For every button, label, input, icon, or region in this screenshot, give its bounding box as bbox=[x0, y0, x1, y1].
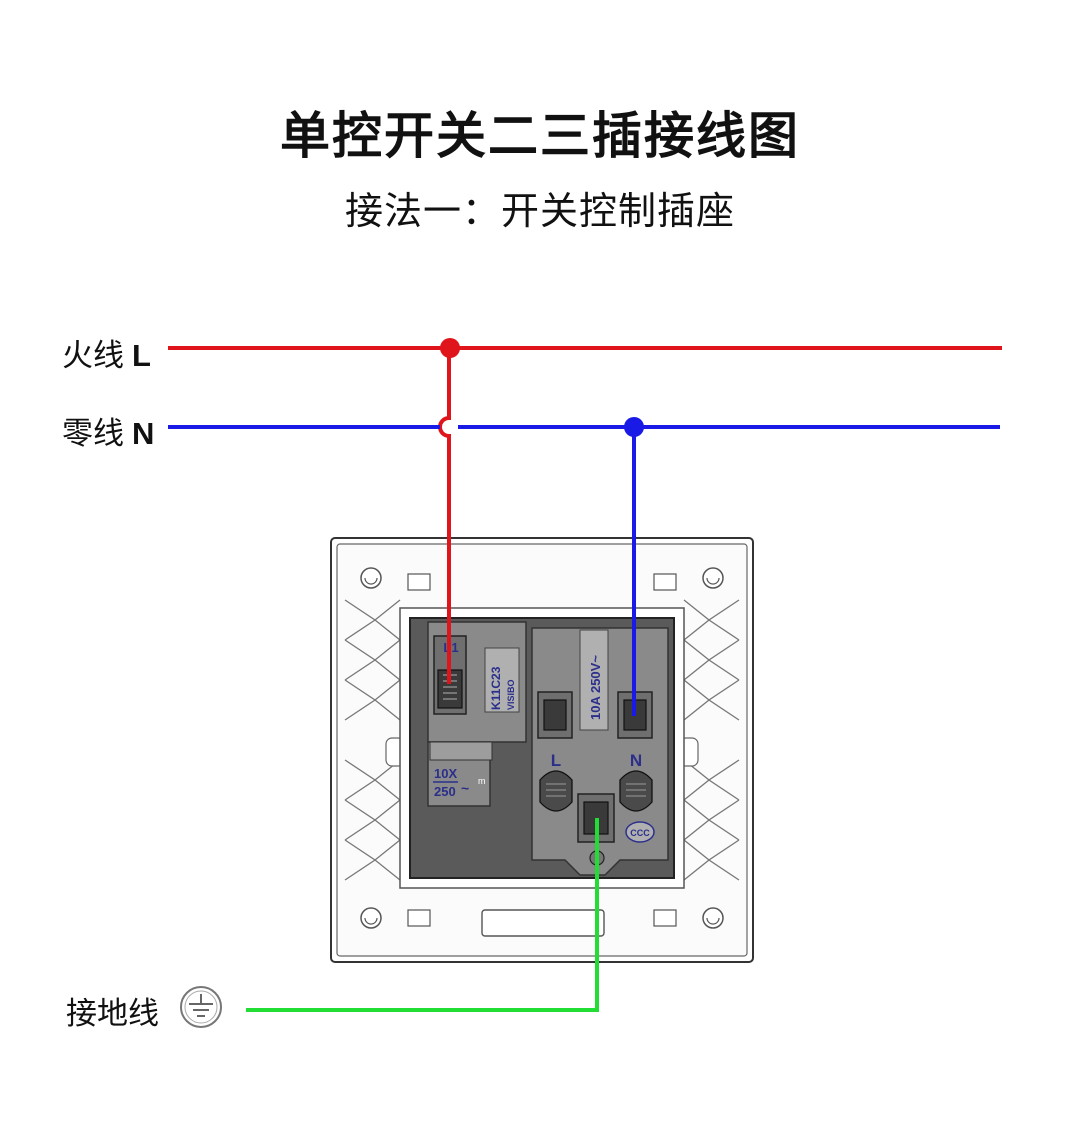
ground-symbol-icon bbox=[180, 986, 222, 1028]
switch-rating-bottom: 250 bbox=[434, 784, 456, 799]
neutral-wire-name: 零线 bbox=[62, 416, 124, 452]
switch-brand-text: VISIBO bbox=[506, 679, 516, 710]
live-wire-symbol: L bbox=[132, 338, 151, 373]
socket-terminal-l-label: L bbox=[551, 751, 561, 770]
ground-wire-label: 接地线 bbox=[66, 988, 159, 1033]
switch-rating-suffix: ~ bbox=[461, 780, 469, 796]
neutral-junction-dot bbox=[624, 417, 644, 437]
ground-wire bbox=[246, 818, 599, 1012]
frame-lattice-left bbox=[344, 599, 401, 881]
socket-module: 10A 250V~ L N CCC bbox=[531, 627, 669, 876]
ground-line bbox=[246, 818, 599, 1012]
neutral-wire-symbol: N bbox=[132, 416, 155, 451]
frame-screw-holes bbox=[360, 567, 724, 929]
switch-rating-top: 10X bbox=[434, 766, 457, 781]
ccc-cert-text: CCC bbox=[630, 828, 650, 838]
live-wire-name: 火线 bbox=[62, 338, 124, 374]
frame-lattice-right bbox=[683, 599, 740, 881]
page-subtitle: 接法一：开关控制插座 bbox=[344, 189, 735, 233]
switch-rating-unit: m bbox=[478, 776, 486, 786]
ground-wire-name: 接地线 bbox=[66, 996, 159, 1032]
switch-model-text: K11C23 bbox=[489, 666, 503, 710]
ccc-cert-icon: CCC bbox=[625, 821, 655, 843]
page-title: 单控开关二三插接线图 bbox=[280, 107, 800, 165]
socket-terminal-n-label: N bbox=[630, 751, 642, 770]
socket-rating-text: 10A 250V~ bbox=[588, 655, 603, 720]
frame-clips bbox=[407, 573, 677, 927]
neutral-wire bbox=[168, 417, 1000, 716]
frame-bottom-slot bbox=[481, 909, 605, 937]
live-junction-dot bbox=[440, 338, 460, 358]
socket-panel: L1 K11C23 VISIBO 10X 250 ~ m 10A 250V~ L bbox=[330, 537, 754, 963]
